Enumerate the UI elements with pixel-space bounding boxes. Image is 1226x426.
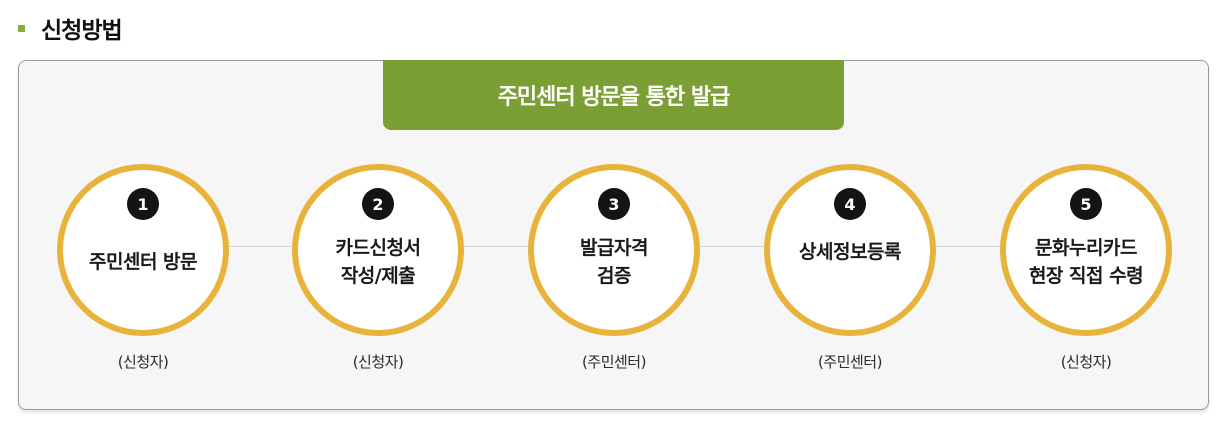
step-4: 4 상세정보등록: [764, 164, 936, 336]
step-number-badge: 1: [127, 188, 159, 220]
step-number-badge: 4: [834, 188, 866, 220]
step-number-badge: 2: [362, 188, 394, 220]
panel-tab-title: 주민센터 방문을 통한 발급: [383, 60, 844, 130]
step-3: 3 발급자격 검증: [528, 164, 700, 336]
step-1: 1 주민센터 방문: [57, 164, 229, 336]
step-2: 2 카드신청서 작성/제출: [292, 164, 464, 336]
step-1-actor: (신청자): [117, 353, 169, 371]
step-label: 발급자격 검증: [580, 237, 648, 287]
step-label: 상세정보등록: [799, 241, 901, 263]
step-5: 5 문화누리카드 현장 직접 수령: [1000, 164, 1172, 336]
step-number-badge: 5: [1070, 188, 1102, 220]
step-label: 주민센터 방문: [89, 251, 198, 273]
step-4-actor: (주민센터): [818, 353, 882, 371]
step-label: 카드신청서 작성/제출: [335, 237, 421, 287]
section-title: 신청방법: [41, 18, 123, 44]
step-2-actor: (신청자): [352, 353, 404, 371]
step-5-actor: (신청자): [1060, 353, 1112, 371]
step-label: 문화누리카드 현장 직접 수령: [1028, 237, 1144, 287]
step-3-actor: (주민센터): [582, 353, 646, 371]
step-number-badge: 3: [598, 188, 630, 220]
square-bullet-icon: [18, 24, 25, 32]
section-heading: 신청방법: [18, 10, 123, 46]
